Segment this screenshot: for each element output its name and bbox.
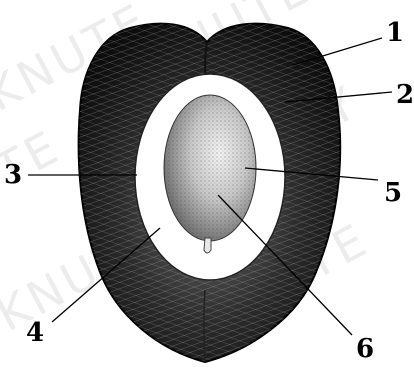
callout-label-6: 6 xyxy=(356,336,374,362)
callout-label-1: 1 xyxy=(386,20,404,46)
callout-label-5: 5 xyxy=(384,180,402,206)
callout-label-2: 2 xyxy=(396,82,414,108)
callout-label-3: 3 xyxy=(4,162,22,188)
callout-label-4: 4 xyxy=(26,320,44,346)
